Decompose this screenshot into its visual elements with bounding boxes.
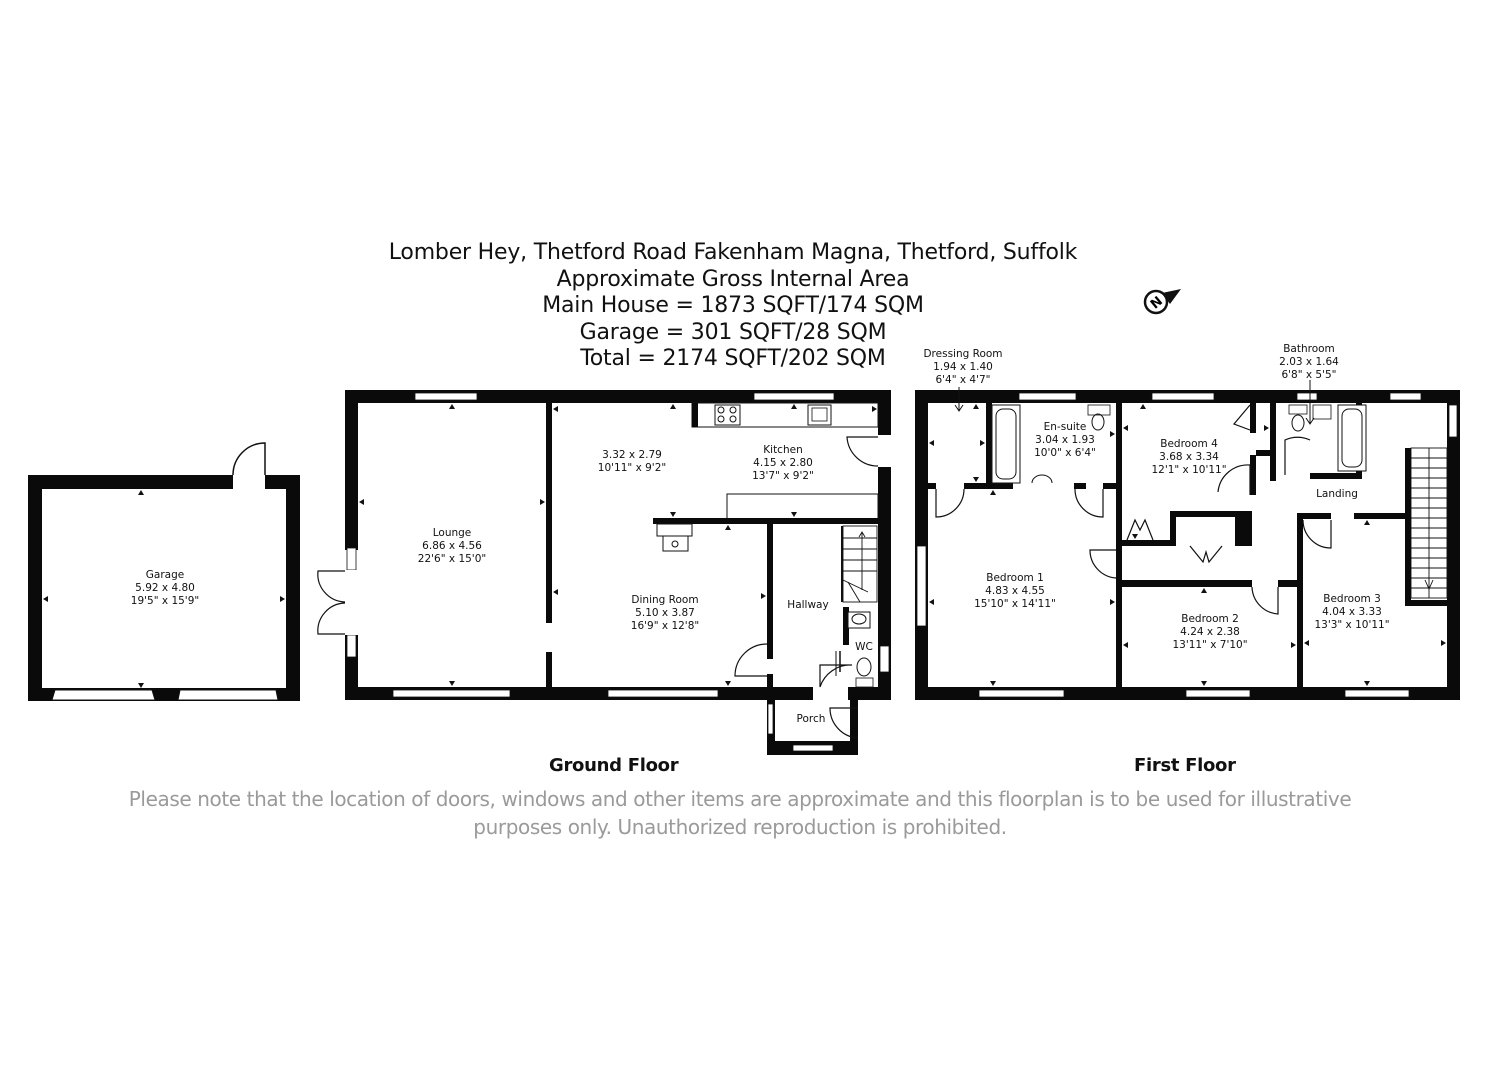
area-subtitle: Approximate Gross Internal Area [556, 266, 910, 292]
ensuite-imperial: 10'0" x 6'4" [1034, 447, 1096, 459]
bedroom4-imperial: 12'1" x 10'11" [1151, 464, 1226, 476]
dining-metric: 5.10 x 3.87 [635, 607, 695, 619]
wc-name: WC [855, 641, 873, 653]
kitchen-imperial: 13'7" x 9'2" [752, 470, 814, 482]
garage-area: Garage = 301 SQFT/28 SQM [579, 319, 887, 345]
property-address: Lomber Hey, Thetford Road Fakenham Magna… [388, 240, 1078, 265]
kitchen-name: Kitchen [763, 444, 802, 456]
garage-name: Garage [146, 569, 184, 581]
ensuite-name: En-suite [1044, 421, 1087, 433]
bedroom3-imperial: 13'3" x 10'11" [1314, 619, 1389, 631]
bathroom-metric: 2.03 x 1.64 [1279, 356, 1339, 368]
disclaimer-line-2: purposes only. Unauthorized reproduction… [473, 815, 1007, 839]
garage-metric: 5.92 x 4.80 [135, 582, 195, 594]
bedroom1-metric: 4.83 x 4.55 [985, 585, 1045, 597]
bedroom2-metric: 4.24 x 2.38 [1180, 626, 1240, 638]
first-floor-plan [915, 380, 1460, 700]
landing-name: Landing [1316, 488, 1358, 500]
bedroom4-name: Bedroom 4 [1160, 438, 1218, 450]
breakfast-metric: 3.32 x 2.79 [602, 449, 662, 461]
kitchen-metric: 4.15 x 2.80 [753, 457, 813, 469]
north-compass-icon: N [1143, 289, 1181, 315]
breakfast-imperial: 10'11" x 9'2" [598, 462, 666, 474]
ground-floor-plan [317, 390, 891, 755]
disclaimer-line-1: Please note that the location of doors, … [128, 787, 1352, 811]
garage-block [28, 442, 300, 701]
dressing-name: Dressing Room [923, 348, 1002, 360]
bedroom4-metric: 3.68 x 3.34 [1159, 451, 1219, 463]
bathroom-imperial: 6'8" x 5'5" [1281, 369, 1336, 381]
dining-imperial: 16'9" x 12'8" [631, 620, 699, 632]
bedroom2-name: Bedroom 2 [1181, 613, 1239, 625]
dining-name: Dining Room [631, 594, 698, 606]
bedroom1-name: Bedroom 1 [986, 572, 1044, 584]
main-house-area: Main House = 1873 SQFT/174 SQM [542, 293, 924, 318]
porch-name: Porch [797, 713, 826, 725]
bedroom1-imperial: 15'10" x 14'11" [974, 598, 1056, 610]
lounge-metric: 6.86 x 4.56 [422, 540, 482, 552]
lounge-name: Lounge [433, 527, 472, 539]
bathroom-name: Bathroom [1283, 343, 1335, 355]
plan-header: Lomber Hey, Thetford Road Fakenham Magna… [0, 240, 1466, 373]
bedroom3-name: Bedroom 3 [1323, 593, 1381, 605]
lounge-imperial: 22'6" x 15'0" [418, 553, 486, 565]
bedroom2-imperial: 13'11" x 7'10" [1172, 639, 1247, 651]
room-labels: Garage 5.92 x 4.80 19'5" x 15'9" Lounge … [131, 343, 1390, 725]
bedroom3-metric: 4.04 x 3.33 [1322, 606, 1382, 618]
dressing-metric: 1.94 x 1.40 [933, 361, 993, 373]
dressing-imperial: 6'4" x 4'7" [935, 374, 990, 386]
disclaimer: Please note that the location of doors, … [60, 785, 1420, 841]
ground-floor-label: Ground Floor [549, 755, 679, 776]
first-floor-label: First Floor [1134, 755, 1236, 776]
garage-imperial: 19'5" x 15'9" [131, 595, 199, 607]
hallway-name: Hallway [787, 599, 828, 611]
total-area: Total = 2174 SQFT/202 SQM [580, 346, 886, 371]
ensuite-metric: 3.04 x 1.93 [1035, 434, 1095, 446]
